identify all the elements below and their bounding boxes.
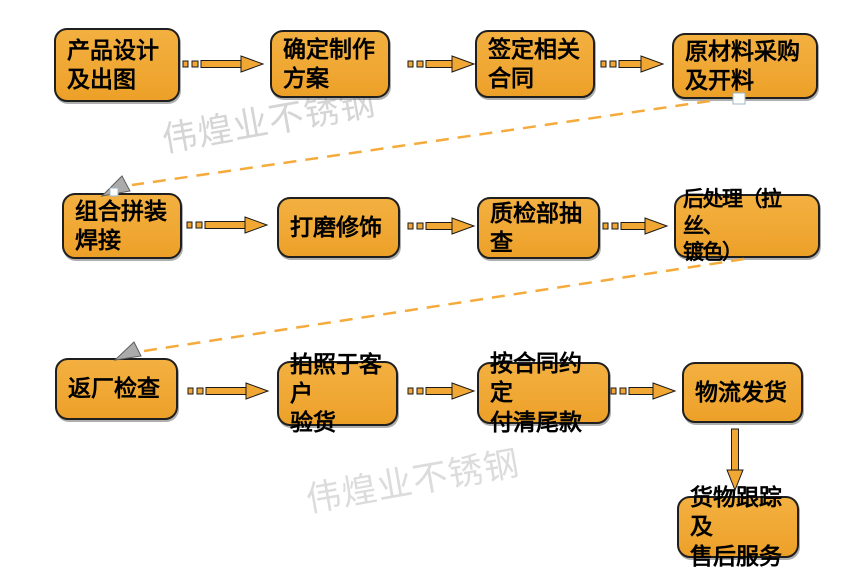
flow-arrow [407,55,476,73]
flow-arrow [407,382,476,400]
flow-node-tracking: 货物跟踪及 售后服务 [677,485,799,569]
down-arrow [726,428,744,492]
flow-arrow [600,55,665,73]
dashed-connector-2 [143,257,745,353]
flow-node-factory-check: 返厂检查 [55,358,178,420]
flow-arrow [602,217,669,235]
flow-node-assembly: 组合拼装 焊接 [62,193,182,259]
flow-node-polish: 打磨修饰 [277,197,400,258]
flow-arrow [187,382,270,400]
flow-node-plan: 确定制作 方案 [270,30,390,98]
flow-node-shipping: 物流发货 [682,362,803,423]
flow-arrow [610,382,677,400]
flow-arrow [407,217,476,235]
flow-node-payment: 按合同约定 付清尾款 [477,351,610,435]
flow-arrow [186,216,269,234]
flow-node-post-treatment: 后处理（拉丝、 镀色） [674,187,820,264]
flow-node-inspection: 质检部抽查 [477,197,600,259]
flow-arrow [182,55,265,73]
flow-node-material: 原材料采购 及开料 [672,33,818,99]
flow-node-contract: 签定相关 合同 [475,30,595,98]
watermark-text: 伟煌业不锈钢 [303,443,523,520]
flow-node-photo: 拍照于客户 验货 [277,352,398,435]
flow-node-design: 产品设计 及出图 [54,28,180,102]
